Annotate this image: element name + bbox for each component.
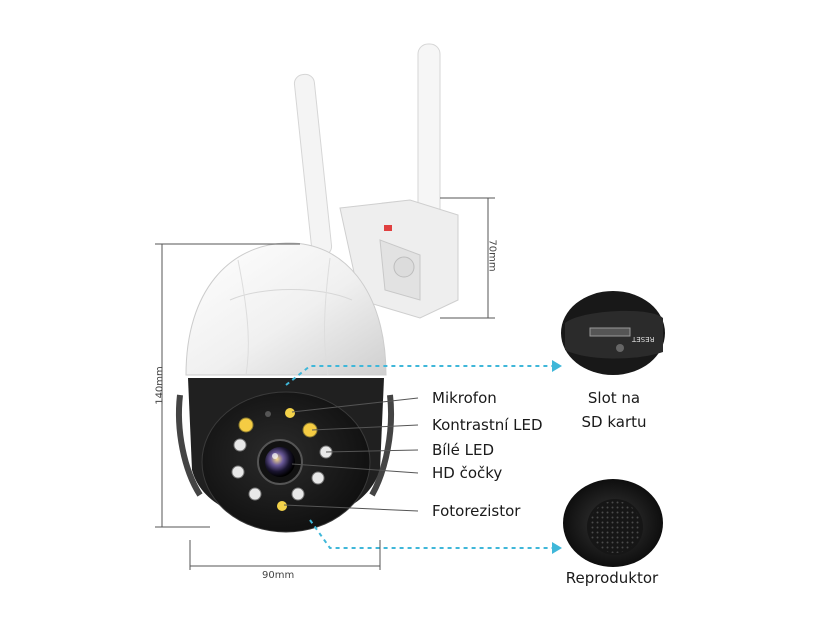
caption-sd-slot: Slot na SD kartu — [564, 386, 664, 434]
caption-sd-line2: SD kartu — [581, 413, 647, 431]
arrow-head-sd — [552, 360, 562, 372]
wall-mount — [339, 199, 459, 319]
white-dome — [185, 242, 387, 376]
label-hd-cocky: HD čočky — [432, 464, 503, 482]
caption-sd-line1: Slot na — [587, 389, 641, 407]
label-mikrofon: Mikrofon — [432, 389, 497, 407]
led-ring — [231, 408, 333, 511]
caption-speaker: Reproduktor — [565, 569, 659, 587]
label-kontrastni-led: Kontrastní LED — [432, 416, 543, 434]
dim-height: 140mm — [154, 366, 166, 405]
hd-lens — [257, 439, 303, 485]
leader-lines — [283, 397, 419, 512]
dimension-lines — [155, 197, 495, 570]
dashed-callouts — [285, 365, 552, 549]
speaker-inset — [563, 479, 663, 567]
label-fotorezistor: Fotorezistor — [432, 502, 521, 520]
dim-width: 90mm — [262, 570, 295, 581]
sd-reset-marking: RESET — [632, 335, 655, 343]
antenna-left — [293, 73, 333, 257]
dim-mount: 70mm — [486, 239, 498, 272]
label-bile-led: Bílé LED — [432, 441, 495, 459]
arrow-head-speaker — [552, 542, 562, 554]
sd-slot-inset — [561, 291, 665, 375]
